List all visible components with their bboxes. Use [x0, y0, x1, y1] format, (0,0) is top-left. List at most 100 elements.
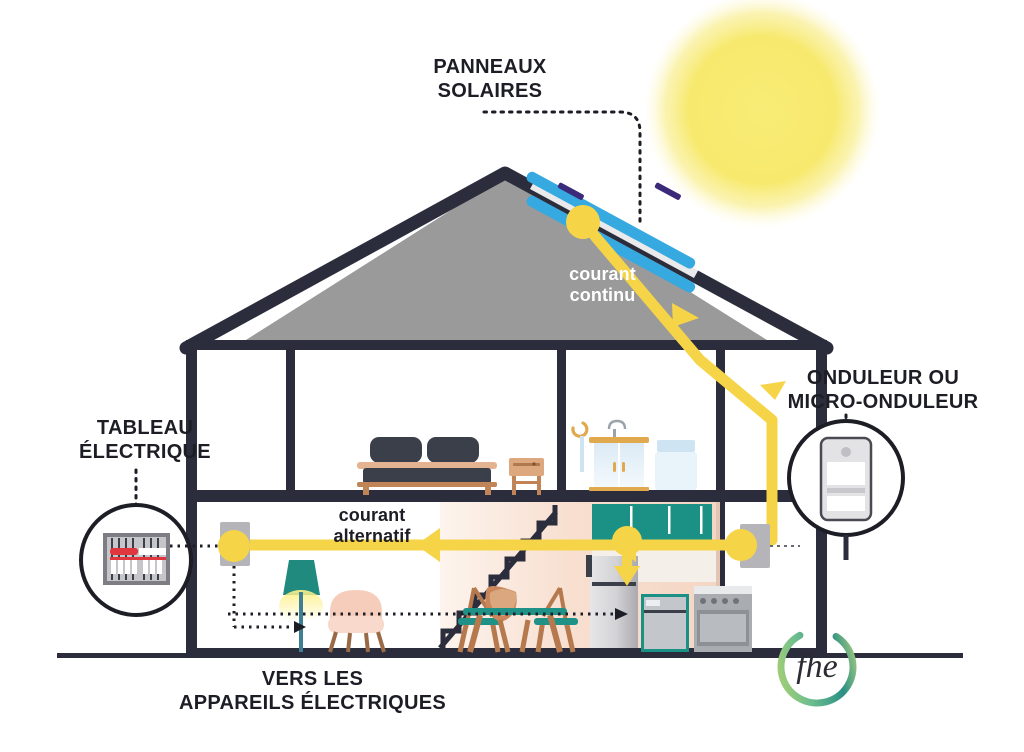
nightstand-top — [509, 458, 544, 476]
dining-set — [457, 586, 578, 653]
junction-dot-kitchen[interactable] — [612, 526, 642, 556]
breaker-2 — [118, 560, 123, 574]
vanity-handle-left — [613, 462, 616, 472]
vanity-handle-right — [622, 462, 625, 472]
chair-left-leg2 — [489, 619, 501, 653]
chair-right-leg1 — [564, 624, 576, 653]
fridge-handle — [586, 555, 592, 577]
pillow-left — [370, 437, 422, 463]
bed-leg-right — [485, 486, 491, 495]
vanity-counter — [589, 437, 649, 443]
nightstand-drawer — [513, 463, 540, 466]
towel-ring — [571, 421, 589, 438]
chair-left-leg1 — [457, 624, 469, 653]
dining-table-top — [463, 608, 567, 615]
armchair-leg-4 — [376, 631, 386, 653]
breaker-4 — [132, 560, 137, 574]
armchair — [328, 590, 386, 653]
nightstand-leg-right — [537, 476, 541, 495]
armchair-leg-1 — [328, 631, 338, 653]
stove-knob-1 — [700, 598, 706, 604]
bed-leg-left — [363, 486, 369, 495]
table-leg-right — [547, 614, 563, 653]
cabinet-handle-1 — [630, 506, 633, 534]
kitchen — [586, 504, 752, 652]
callout-line-panneaux — [482, 110, 642, 228]
lamp-shade — [283, 560, 320, 595]
vanity-base — [589, 487, 649, 491]
junction-dot-right[interactable] — [725, 529, 757, 561]
table-leg-mid1 — [497, 619, 511, 653]
breaker-1 — [111, 560, 116, 574]
label-vers-appareils: VERS LES APPAREILS ÉLECTRIQUES — [178, 668, 447, 714]
table-leg-left — [467, 614, 483, 653]
fridge-divider — [592, 582, 636, 586]
electrical-panel-callout[interactable] — [79, 503, 193, 617]
chair-right-seat — [534, 618, 578, 625]
dotted-arrow-kitchen — [615, 608, 628, 620]
nightstand-leg-left — [512, 476, 516, 495]
cabinet-handle-3 — [700, 506, 703, 534]
armchair-leg-2 — [346, 632, 352, 653]
dc-arrow-2 — [760, 381, 786, 400]
dc-arrow-1 — [672, 303, 699, 327]
panel-busbar-red — [110, 548, 138, 555]
stove-knob-4 — [733, 598, 739, 604]
inverter-callout[interactable] — [787, 419, 905, 537]
lamp-pole — [299, 592, 303, 652]
chair-right-leg2 — [535, 619, 546, 653]
bed — [357, 437, 497, 495]
nightstand-brace — [512, 481, 541, 484]
junction-dot-left[interactable] — [218, 530, 250, 562]
breaker-3 — [125, 560, 130, 574]
vanity-split — [618, 443, 620, 489]
inverter-led — [841, 447, 851, 457]
breaker-5 — [143, 560, 148, 574]
mid-floor-slab — [186, 490, 827, 502]
appliance-dotted-flows — [170, 544, 628, 633]
label-tableau-electrique: TABLEAU ÉLECTRIQUE — [79, 417, 211, 463]
attic-floor — [186, 340, 827, 350]
panel-bar-upper — [526, 171, 696, 269]
inverter-strip — [827, 488, 865, 493]
dishwasher-handle — [644, 610, 686, 613]
toilet-bowl — [655, 452, 697, 490]
dc-current-line — [577, 216, 778, 546]
junction-dot-roof[interactable] — [566, 205, 600, 239]
label-courant-continu: courant continu — [569, 264, 636, 306]
towel — [580, 436, 584, 472]
inverter-display-2 — [827, 496, 865, 511]
sun-icon — [644, 0, 880, 228]
nightstand-knob — [532, 462, 536, 466]
fhe-logo — [777, 627, 857, 707]
attic-fill — [238, 176, 775, 345]
dining-chair-right — [534, 586, 578, 653]
dotted-arrow-lamp — [294, 621, 306, 633]
floor-lamp — [279, 560, 323, 652]
breaker-7 — [157, 560, 162, 574]
label-onduleur: ONDULEUR OU MICRO-ONDULEUR — [787, 367, 979, 413]
kitchen-branch-arrow — [614, 566, 640, 586]
stove-knob-3 — [722, 598, 728, 604]
faucet-stem — [613, 429, 616, 439]
oven-window — [700, 614, 746, 642]
logo-wordmark: fhe — [796, 648, 838, 685]
current-paths — [228, 216, 786, 586]
cabinet-handle-2 — [668, 506, 671, 534]
bed-frame-top — [357, 462, 497, 469]
upper-cabinets — [592, 504, 712, 544]
bathroom — [571, 419, 697, 491]
stove-top — [694, 586, 752, 594]
wall-divider-upper-left — [286, 345, 295, 495]
toilet-tank — [657, 440, 695, 452]
wall-divider-lower-right — [716, 502, 725, 656]
roof-outline — [179, 166, 834, 355]
stove-knob-2 — [711, 598, 717, 604]
panel-label-strip — [139, 548, 166, 555]
faucet — [607, 419, 627, 430]
label-panneaux-solaires: PANNEAUX SOLAIRES — [433, 56, 547, 102]
table-leg-mid2 — [519, 619, 531, 653]
armchair-leg-3 — [364, 632, 370, 653]
wall-divider-upper-right — [716, 345, 725, 495]
